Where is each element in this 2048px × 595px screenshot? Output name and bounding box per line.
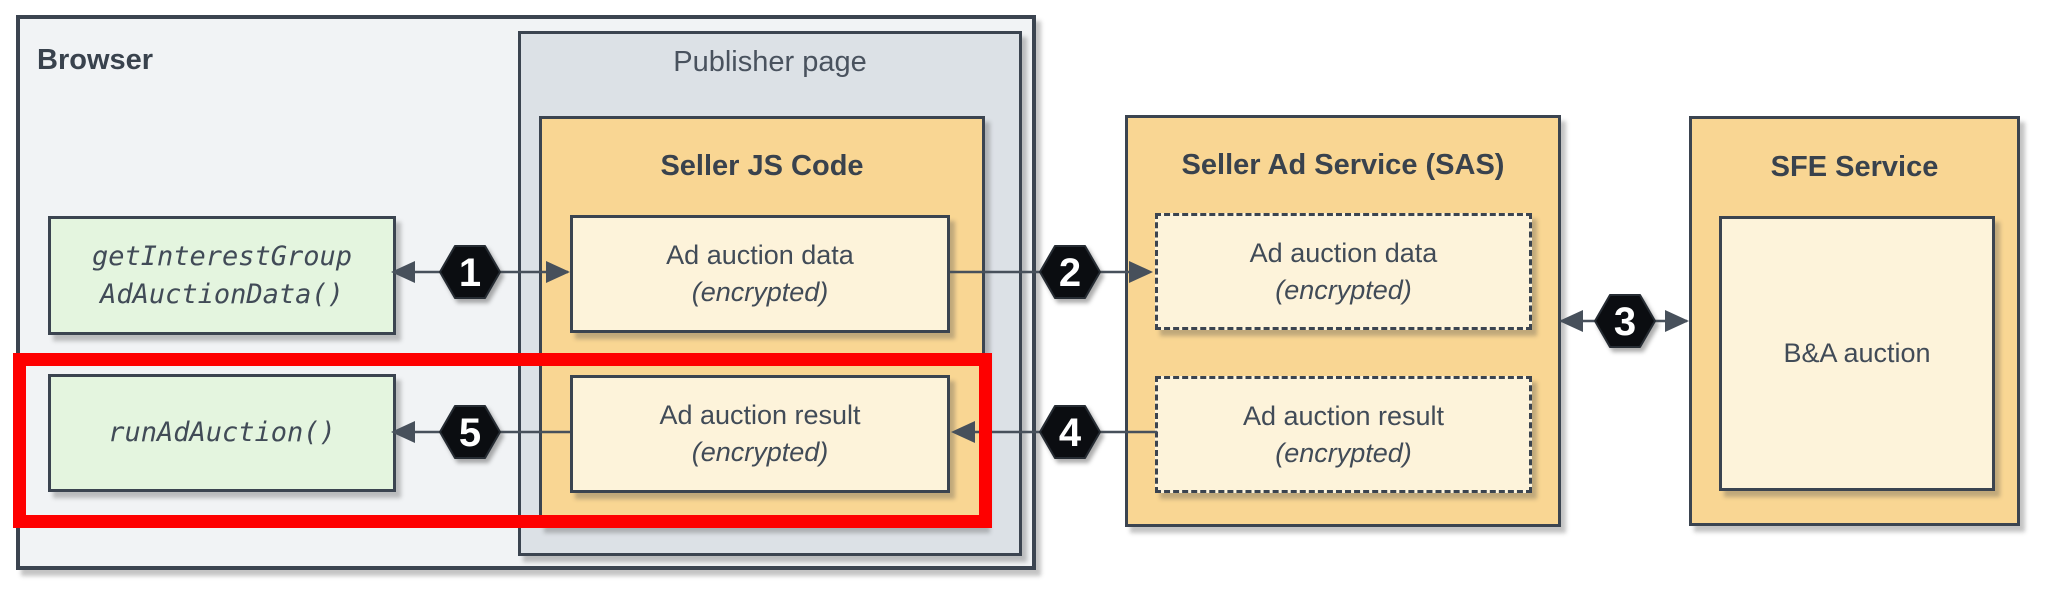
step-number: 5 [459,411,481,455]
ad-auction-data-label: Ad auction data [666,240,854,270]
hexagon-icon [439,405,501,459]
step-badge-5: 5 [439,405,501,459]
hexagon-icon [1039,245,1101,299]
step-badge-1: 1 [439,245,501,299]
seller-js-ad-auction-result-box: Ad auction result (encrypted) [570,375,950,493]
arrowhead-left-icon [391,421,415,443]
step-number: 2 [1059,251,1081,295]
sas-ad-auction-data-box: Ad auction data (encrypted) [1155,213,1532,330]
publisher-page-title: Publisher page [673,46,867,78]
ad-auction-data-label: Ad auction data [1249,237,1438,268]
get-interest-group-ad-auction-data-box: getInterestGroup AdAuctionData() [48,216,396,335]
run-ad-auction-label: runAdAuction() [108,417,336,448]
browser-title: Browser [37,44,154,76]
step-number: 3 [1614,300,1636,344]
get-interest-group-line2: AdAuctionData() [100,278,344,310]
encrypted-label: (encrypted) [691,437,829,467]
hexagon-icon [1039,405,1101,459]
arrowhead-right-icon [1129,261,1153,283]
get-interest-group-line1: getInterestGroup [91,240,353,272]
seller-js-code-title: Seller JS Code [660,150,864,182]
step-number: 4 [1059,411,1082,455]
sfe-service-title: SFE Service [1770,151,1939,183]
seller-js-ad-auction-data-box: Ad auction data (encrypted) [570,215,950,333]
arrowhead-left-icon [391,261,415,283]
red-highlight-rectangle [13,353,992,528]
step-badge-2: 2 [1039,245,1101,299]
arrowhead-left-icon [1559,310,1583,332]
ad-auction-result-label: Ad auction result [659,400,861,430]
arrowhead-right-icon [546,261,570,283]
ba-auction-box: B&A auction [1719,216,1995,491]
hexagon-icon [1594,294,1656,348]
hexagon-icon [439,245,501,299]
run-ad-auction-box: runAdAuction() [48,374,396,492]
encrypted-label: (encrypted) [1275,274,1412,305]
sas-ad-auction-result-box: Ad auction result (encrypted) [1155,376,1532,493]
encrypted-label: (encrypted) [1275,437,1412,468]
encrypted-label: (encrypted) [691,277,829,307]
step-badge-4: 4 [1039,405,1101,459]
arrowhead-right-icon [1665,310,1689,332]
ad-auction-result-label: Ad auction result [1242,400,1445,431]
arrowhead-left-icon [951,421,975,443]
step-number: 1 [459,251,481,295]
ba-auction-label: B&A auction [1783,338,1931,368]
step-badge-3: 3 [1594,294,1656,348]
seller-ad-service-title: Seller Ad Service (SAS) [1181,149,1505,181]
